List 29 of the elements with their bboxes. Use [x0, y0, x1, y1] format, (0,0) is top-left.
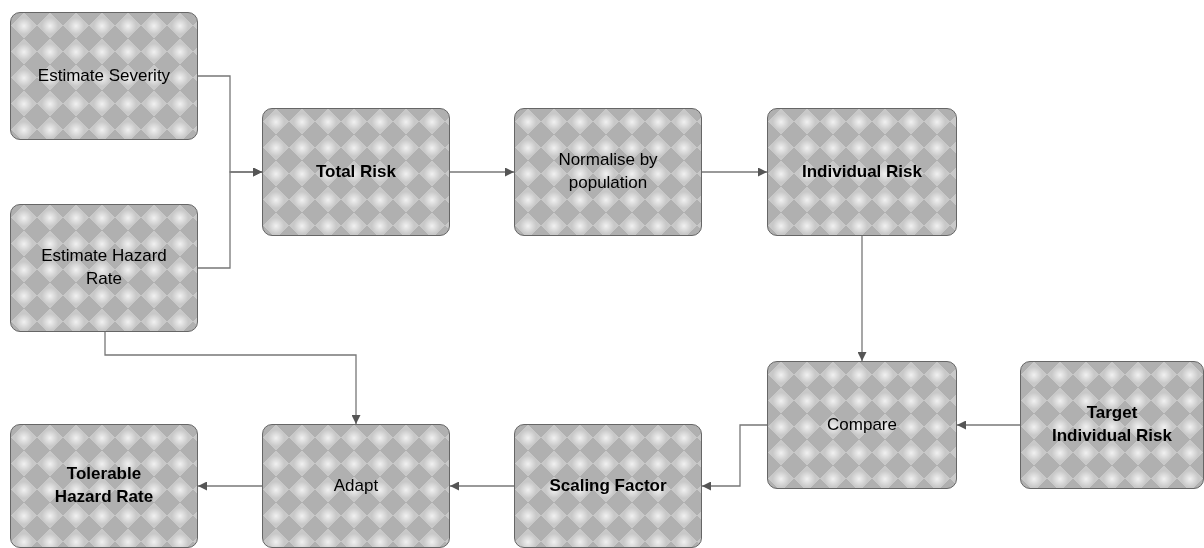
arrow	[104, 331, 361, 425]
process-box	[10, 424, 198, 548]
arrow	[449, 481, 515, 491]
process-box	[10, 204, 198, 332]
node-label: Tolerable Hazard Rate	[53, 463, 155, 508]
node-label: Target Individual Risk	[1051, 402, 1173, 447]
node-label: Adapt	[333, 474, 379, 497]
process-box	[1020, 361, 1204, 489]
process-box	[262, 424, 450, 548]
process-box	[767, 361, 957, 489]
process-box	[767, 108, 957, 236]
arrow	[701, 167, 768, 177]
arrow	[956, 420, 1021, 430]
process-box	[262, 108, 450, 236]
node-label: Total Risk	[316, 160, 396, 183]
arrow	[857, 235, 867, 362]
arrow	[449, 167, 515, 177]
node-label: Estimate Severity	[37, 64, 171, 87]
node-label: Compare	[827, 413, 897, 436]
node-label: Scaling Factor	[549, 474, 667, 497]
node-label: Individual Risk	[802, 160, 922, 183]
arrow	[197, 167, 263, 269]
process-box	[10, 12, 198, 140]
process-box	[514, 424, 702, 548]
node-label: Estimate Hazard Rate	[40, 245, 168, 290]
arrow	[197, 481, 263, 491]
node-label: Normalise by population	[557, 149, 659, 194]
process-box	[514, 108, 702, 236]
arrow	[701, 424, 768, 491]
